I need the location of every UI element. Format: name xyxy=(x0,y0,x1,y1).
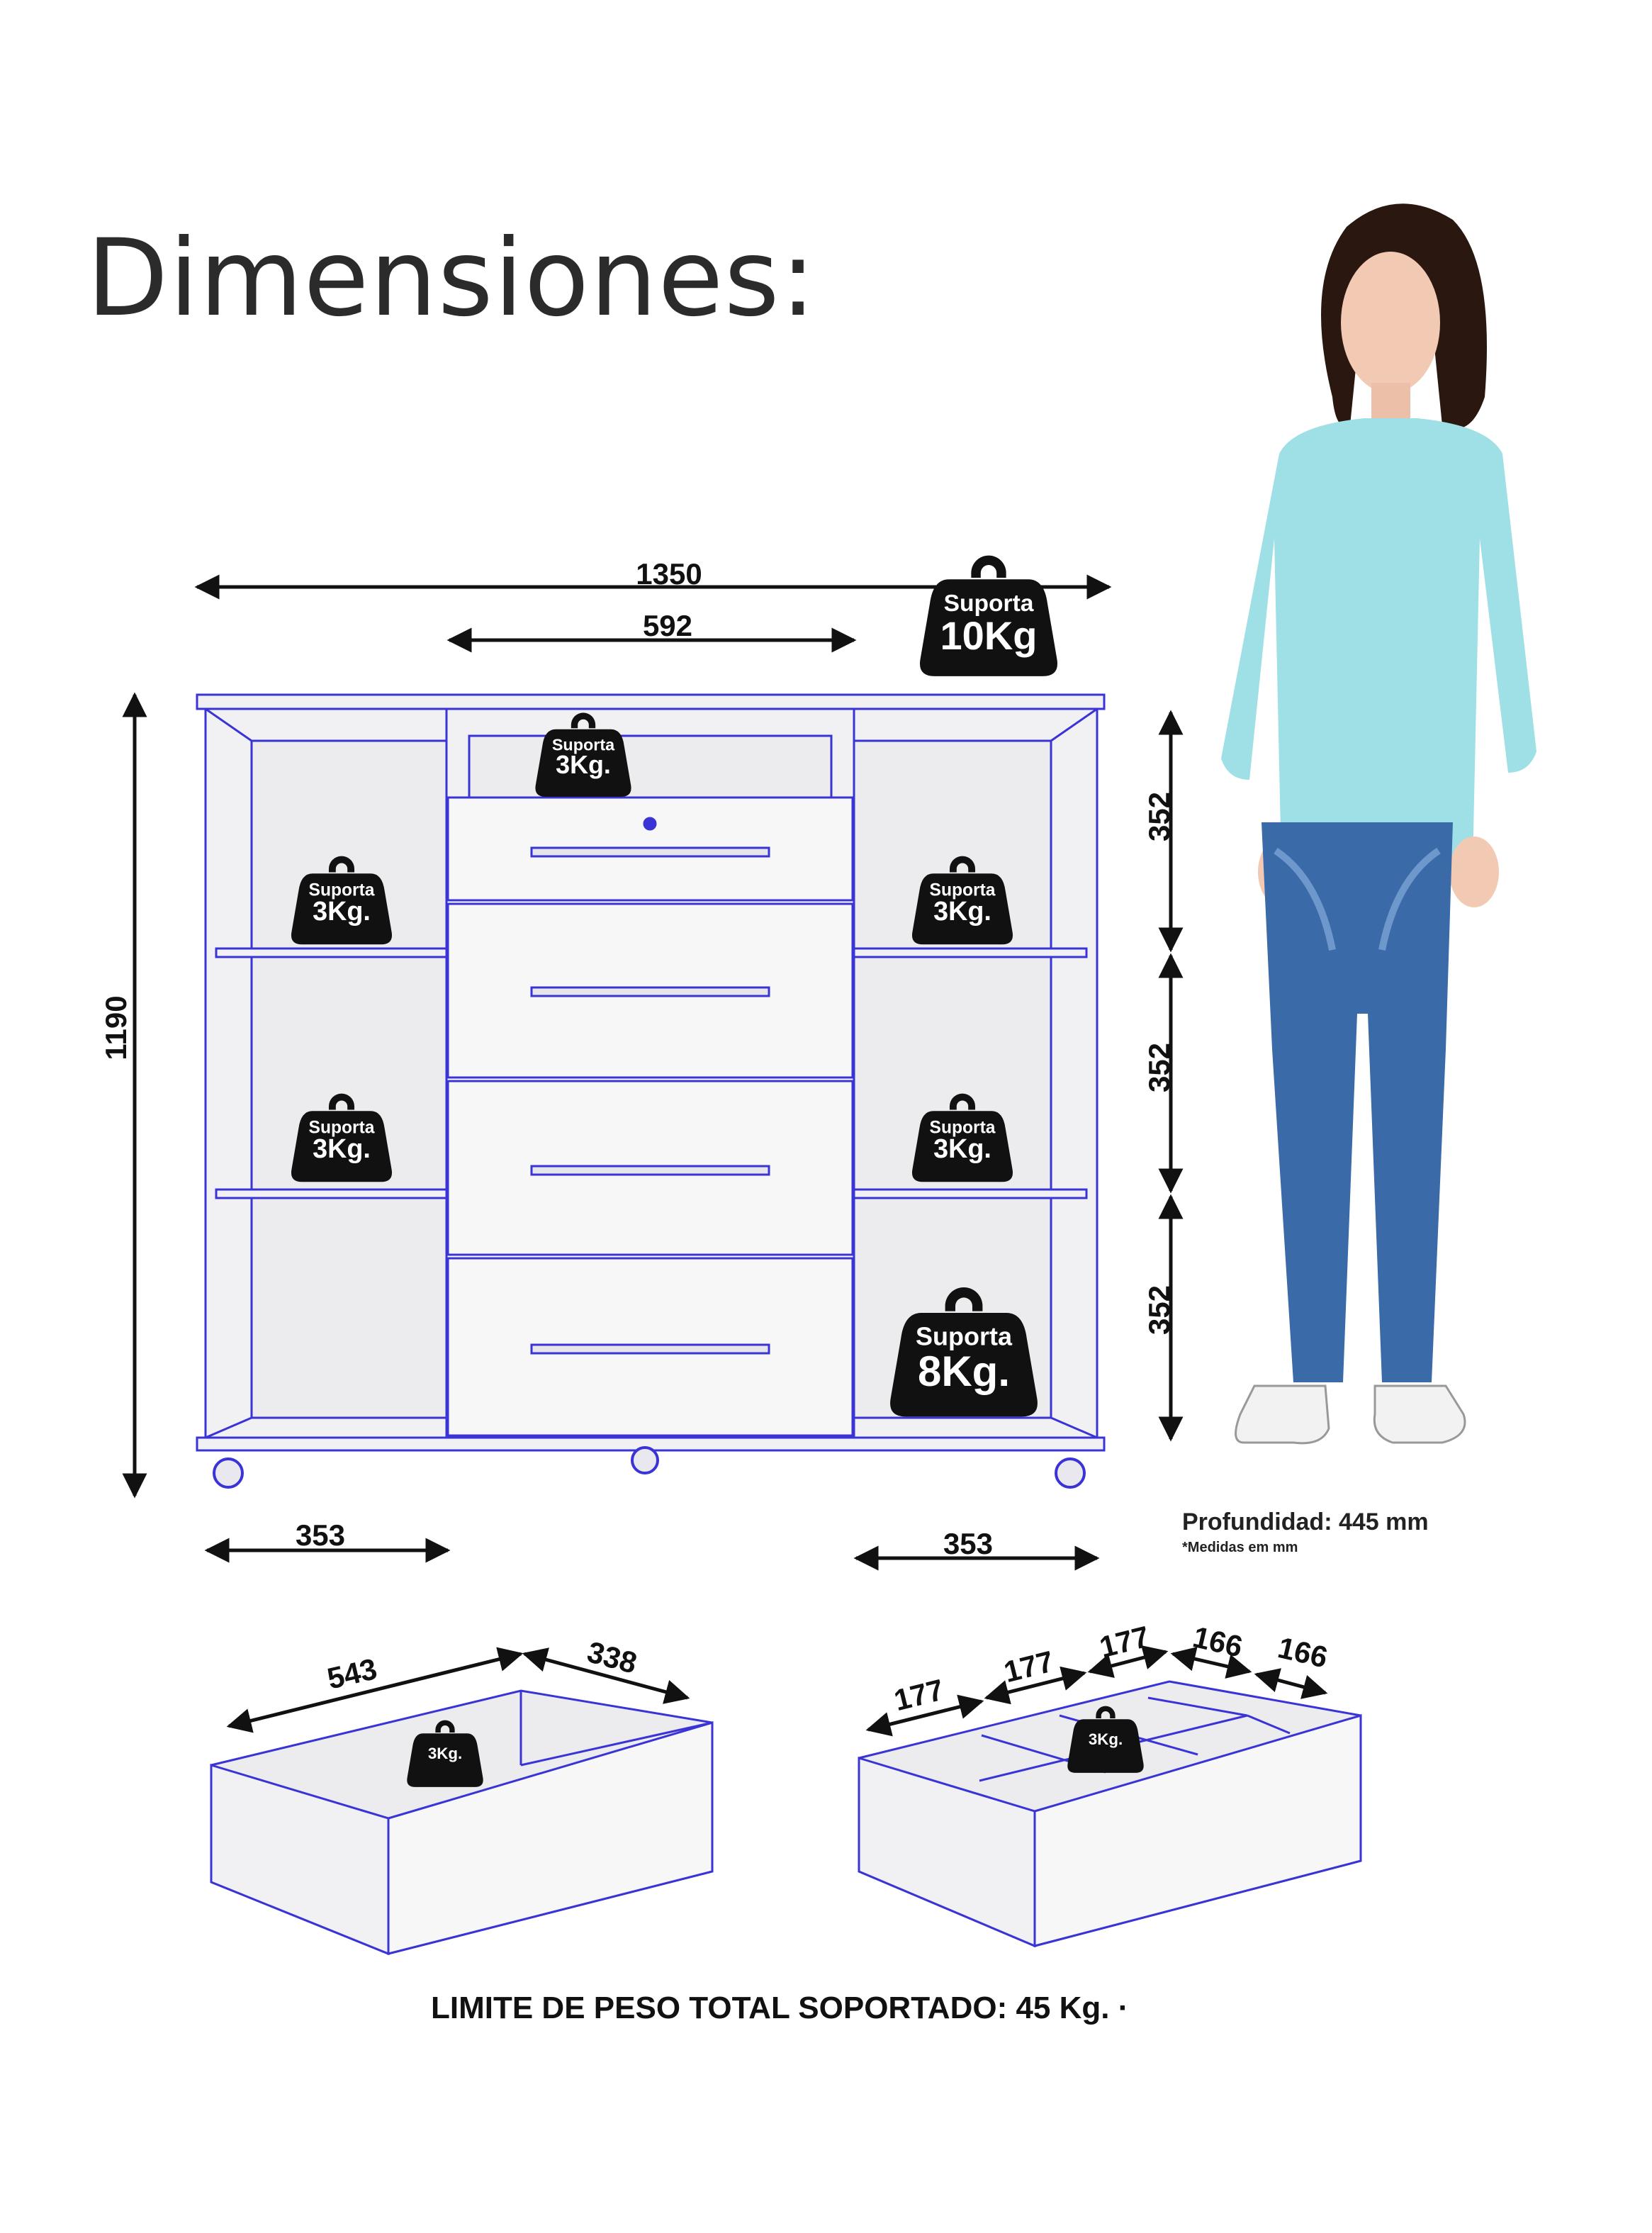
weight-left1-line2: 3Kg. xyxy=(313,896,371,926)
weight-niche-line1: Suporta xyxy=(552,735,615,754)
label-drawer-left-width: 543 xyxy=(324,1652,380,1696)
lock-icon xyxy=(643,817,657,831)
label-total-height: 1190 xyxy=(99,995,133,1060)
label-right-top: 352 xyxy=(1142,792,1176,841)
label-left-module: 353 xyxy=(296,1518,345,1552)
label-center-width: 592 xyxy=(643,609,692,642)
weight-left1-line1: Suporta xyxy=(309,880,375,900)
weight-badge-drawer-right: 3Kg. xyxy=(1067,1706,1144,1773)
weight-top-line2: 10Kg xyxy=(940,613,1038,658)
weight-rbottom-line1: Suporta xyxy=(916,1322,1013,1351)
left-module-back xyxy=(250,739,448,1419)
weight-right1-line2: 3Kg. xyxy=(933,896,991,926)
weight-drawer-right-label: 3Kg. xyxy=(1089,1730,1123,1748)
weight-rbottom-line2: 8Kg. xyxy=(918,1348,1010,1395)
caster-center xyxy=(631,1446,659,1474)
right-shelf-2 xyxy=(853,1188,1088,1199)
drawer-4-handle xyxy=(530,1343,770,1355)
caster-left xyxy=(213,1457,244,1489)
dimension-left-module: 353 xyxy=(204,1518,451,1563)
drawer-right-front xyxy=(1033,1713,1362,1947)
left-shelf-2 xyxy=(215,1188,448,1199)
caster-right xyxy=(1055,1457,1086,1489)
weight-drawer-left-label: 3Kg. xyxy=(428,1745,462,1762)
drawer-3-handle xyxy=(530,1165,770,1176)
weight-badge-top: Suporta 10Kg xyxy=(919,555,1058,676)
dimension-total-height: 1190 xyxy=(99,692,147,1499)
drawer-2-handle xyxy=(530,986,770,997)
weight-badge-drawer-left: 3Kg. xyxy=(407,1720,483,1787)
weight-badge-right-shelf-2: Suporta 3Kg. xyxy=(911,1093,1013,1182)
dimension-center-width: 592 xyxy=(446,609,857,653)
weight-right2-line1: Suporta xyxy=(930,1118,996,1137)
weight-right1-line1: Suporta xyxy=(930,880,996,900)
weight-badge-left-shelf-2: Suporta 3Kg. xyxy=(291,1093,393,1182)
page-title: Dimensiones: xyxy=(86,217,817,340)
weight-right2-line2: 3Kg. xyxy=(933,1134,991,1163)
weight-badge-right-shelf-1: Suporta 3Kg. xyxy=(911,856,1013,945)
left-shelf-1 xyxy=(215,947,448,958)
total-weight-limit: LIMITE DE PESO TOTAL SOPORTADO: 45 Kg. · xyxy=(431,1991,1129,2025)
dresser-top-panel xyxy=(196,693,1106,710)
label-right-module: 353 xyxy=(943,1527,993,1560)
weight-badge-niche: Suporta 3Kg. xyxy=(535,712,631,797)
depth-note: Profundidad: 445 mm xyxy=(1182,1509,1429,1535)
label-right-middle: 352 xyxy=(1142,1043,1176,1092)
dimension-right-top: 352 xyxy=(1142,710,1184,953)
units-note: *Medidas em mm xyxy=(1182,1540,1298,1555)
label-total-width: 1350 xyxy=(636,557,702,591)
weight-left2-line2: 3Kg. xyxy=(313,1134,371,1163)
dimension-right-middle: 352 xyxy=(1142,953,1184,1194)
label-drawer-right-5: 166 xyxy=(1275,1630,1331,1674)
drawer-1 xyxy=(446,796,854,902)
drawer-1-handle xyxy=(530,846,770,858)
label-right-bottom: 352 xyxy=(1142,1285,1176,1335)
drawer-detail-left xyxy=(210,1689,714,1956)
label-drawer-right-4: 166 xyxy=(1190,1620,1246,1664)
drawer-4 xyxy=(446,1257,854,1437)
weight-badge-left-shelf-1: Suporta 3Kg. xyxy=(291,856,393,945)
dimension-right-bottom: 352 xyxy=(1142,1194,1184,1442)
dimension-right-module: 353 xyxy=(853,1527,1100,1571)
casters xyxy=(213,1446,1086,1489)
weight-niche-line2: 3Kg. xyxy=(556,751,611,779)
weight-left2-line1: Suporta xyxy=(309,1118,375,1137)
person-illustration xyxy=(1221,203,1536,1445)
weight-top-line1: Suporta xyxy=(944,591,1034,617)
weight-badge-right-bottom: Suporta 8Kg. xyxy=(890,1287,1038,1417)
drawer-left-front xyxy=(387,1720,714,1955)
right-shelf-1 xyxy=(853,947,1088,958)
drawer-detail-right xyxy=(858,1680,1362,1948)
